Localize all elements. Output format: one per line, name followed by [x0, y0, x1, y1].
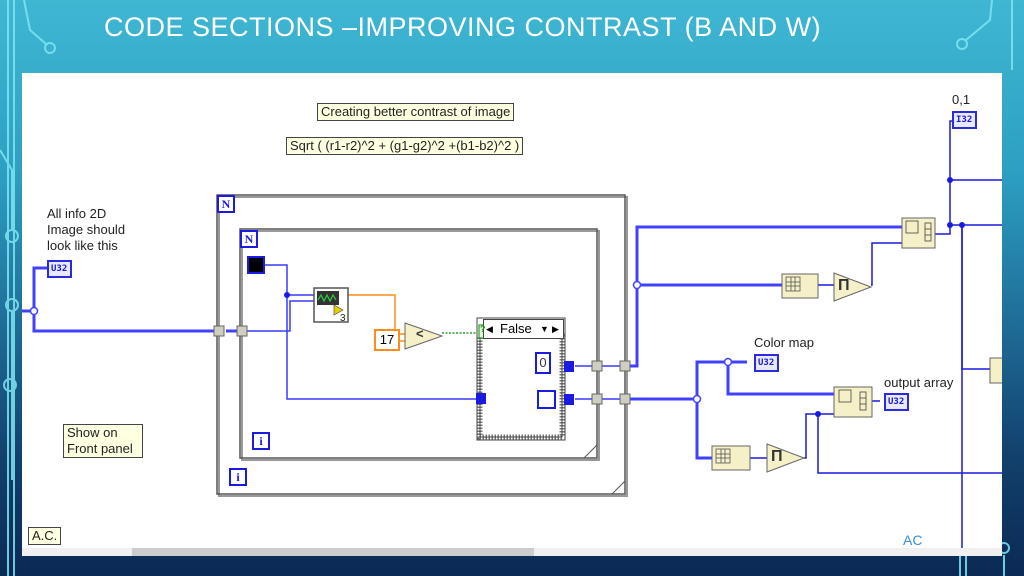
input-label: All info 2D Image should look like this [47, 206, 125, 254]
wire-junction [29, 306, 39, 316]
array-node-right [989, 357, 1002, 384]
type-badge: U32 [51, 264, 68, 274]
case-selector[interactable]: ◀ False ▼ ▶ [483, 319, 564, 339]
less-than-node [404, 322, 444, 350]
zero-constant[interactable]: 0 [535, 352, 551, 374]
color-map-label: Color map [754, 335, 814, 350]
inner-loop-input-tunnel [236, 325, 248, 337]
case-input-tunnel [476, 393, 486, 404]
comment-author: A.C. [28, 527, 62, 545]
comment-formula: Sqrt ( (r1-r2)^2 + (g1-g2)^2 +(b1-b2)^2 … [286, 137, 524, 155]
empty-array-constant[interactable] [537, 390, 556, 409]
block-diagram-wiring [22, 120, 1002, 556]
case-selector-terminal-label: ? [480, 324, 486, 334]
outer-loop-iteration-terminal[interactable]: i [229, 468, 247, 486]
case-output-tunnel-2 [564, 394, 574, 405]
block-diagram-canvas[interactable]: Creating better contrast of image Sqrt (… [22, 73, 1002, 556]
output-array-terminal[interactable]: U32 [884, 393, 910, 411]
outer-loop-count-terminal[interactable]: N [217, 195, 235, 213]
wire-junction [723, 357, 733, 367]
case-dropdown-arrow[interactable]: ▼ [540, 324, 549, 334]
outer-for-loop [216, 194, 628, 497]
label-line: All info 2D [47, 206, 107, 221]
color-box-constant[interactable] [247, 256, 265, 274]
comment-show-front-panel: Show on Front panel [63, 424, 143, 458]
footer-initials: AC [903, 532, 923, 548]
horizontal-scrollbar[interactable] [22, 548, 1002, 556]
label-line: Image should [47, 222, 126, 237]
wire-junction [692, 394, 702, 404]
less-than-symbol: < [416, 326, 424, 341]
scrollbar-thumb[interactable] [132, 548, 534, 556]
case-selector-value: False [500, 321, 532, 336]
case-output-tunnel-1 [564, 361, 574, 372]
top-right-label: 0,1 [952, 92, 971, 107]
inner-loop-count-terminal[interactable]: N [240, 230, 258, 248]
wire-junction [815, 411, 821, 417]
case-next-arrow[interactable]: ▶ [552, 324, 559, 334]
wire-junction [284, 292, 290, 298]
type-badge: U32 [758, 358, 775, 368]
product-node-top [833, 272, 873, 302]
wire-junction [959, 222, 965, 228]
inner-loop-output-tunnel-1 [591, 360, 603, 372]
label-line: look like this [47, 238, 118, 253]
product-symbol-top: Π [838, 277, 850, 294]
inner-loop-output-tunnel-2 [591, 393, 603, 405]
threshold-constant[interactable]: 17 [374, 329, 400, 351]
type-badge: U32 [888, 397, 905, 407]
type-badge: I32 [956, 115, 973, 125]
case-prev-arrow[interactable]: ◀ [486, 324, 493, 334]
output-array-label: output array [884, 375, 954, 390]
input-image-terminal[interactable]: U32 [47, 260, 73, 278]
comment-heading: Creating better contrast of image [317, 103, 515, 121]
product-symbol-bottom: Π [771, 448, 783, 465]
comment-line: Front panel [67, 441, 133, 456]
comment-line: Show on [67, 425, 118, 440]
inner-loop-iteration-terminal[interactable]: i [252, 432, 270, 450]
outer-loop-output-tunnel-2 [619, 393, 631, 405]
wire-junction [632, 280, 642, 290]
outer-loop-input-tunnel [213, 325, 225, 337]
inner-for-loop [239, 228, 600, 461]
wire-junction [947, 222, 953, 228]
outer-loop-output-tunnel-1 [619, 360, 631, 372]
product-node-bottom [766, 443, 806, 473]
slide-title: CODE SECTIONS –IMPROVING CONTRAST (B AND… [104, 12, 822, 42]
top-right-terminal[interactable]: I32 [952, 111, 978, 129]
color-map-terminal[interactable]: U32 [754, 354, 780, 372]
wire-junction [947, 177, 953, 183]
subvi-output-count: 3 [340, 313, 346, 324]
subvi-node [313, 287, 349, 323]
